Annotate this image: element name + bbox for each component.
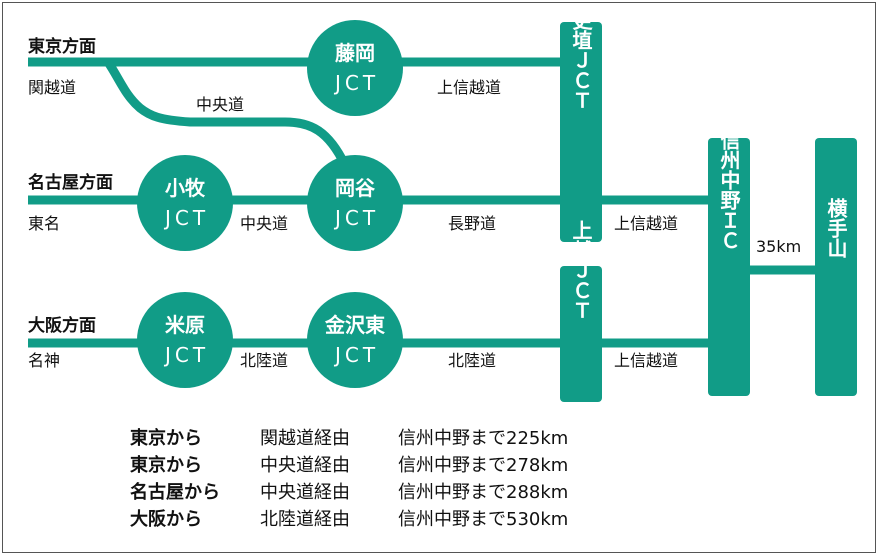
summary-distance: 信州中野まで278km — [398, 455, 569, 476]
chuo-curve-line — [104, 59, 350, 168]
maibara-sub: JCT — [163, 343, 209, 367]
okaya-sub: JCT — [333, 206, 379, 230]
summary-from: 大阪から — [130, 509, 202, 530]
fujioka-sub: JCT — [333, 71, 379, 95]
maibara-name: 米原 — [165, 313, 205, 337]
koshoku-jct-label: 更埴ＪＣＴ — [569, 10, 593, 110]
koshoku-jct-box — [560, 22, 602, 242]
road-nagano: 長野道 — [448, 214, 496, 233]
yokoteyama-label: 横手山 — [824, 197, 848, 258]
summary-via: 中央道経由 — [260, 482, 350, 503]
origin-tokyo: 東京方面 — [28, 36, 96, 57]
fujioka-name: 藤岡 — [334, 41, 375, 65]
joetsu-jct-box — [560, 266, 602, 402]
road-kanetsu: 関越道 — [28, 78, 76, 97]
road-tomei: 東名 — [28, 214, 60, 233]
road-joshinetsu-top: 上信越道 — [437, 78, 501, 97]
summary-from: 名古屋から — [130, 482, 220, 503]
kanazawa-higashi-name: 金沢東 — [324, 313, 385, 337]
summary-via: 中央道経由 — [260, 455, 350, 476]
summary-from: 東京から — [130, 428, 202, 449]
road-meishin: 名神 — [28, 351, 60, 370]
kanazawa-higashi-sub: JCT — [333, 343, 379, 367]
shinshu-nakano-ic-box — [708, 138, 750, 396]
summary-via: 北陸道経由 — [260, 509, 350, 530]
komaki-name: 小牧 — [165, 176, 206, 200]
origin-osaka: 大阪方面 — [28, 315, 96, 336]
komaki-jct-circle — [137, 155, 233, 251]
distance-label: 35km — [756, 237, 801, 256]
summary-distance: 信州中野まで530km — [398, 509, 569, 530]
maibara-jct-circle — [137, 292, 233, 388]
summary-distance: 信州中野まで225km — [398, 428, 569, 449]
road-joshinetsu-mid: 上信越道 — [614, 214, 678, 233]
road-chuo-lower: 中央道 — [240, 214, 288, 233]
summary-via: 関越道経由 — [260, 428, 350, 449]
okaya-name: 岡谷 — [335, 176, 376, 200]
kanazawa-higashi-jct-circle — [307, 292, 403, 388]
fujioka-jct-circle — [307, 20, 403, 116]
komaki-sub: JCT — [163, 206, 209, 230]
yokoteyama-box — [815, 138, 857, 396]
road-chuo-upper: 中央道 — [196, 95, 244, 114]
origin-nagoya: 名古屋方面 — [28, 172, 113, 193]
shinshu-nakano-ic-label: 信州中野ＩＣ — [717, 129, 741, 250]
road-hokuriku-left: 北陸道 — [240, 351, 288, 370]
road-hokuriku-right: 北陸道 — [448, 351, 496, 370]
joetsu-jct-label: 上越ＪＣＴ — [569, 220, 593, 320]
road-joshinetsu-bottom: 上信越道 — [614, 351, 678, 370]
summary-from: 東京から — [130, 455, 202, 476]
okaya-jct-circle — [307, 155, 403, 251]
summary-distance: 信州中野まで288km — [398, 482, 569, 503]
